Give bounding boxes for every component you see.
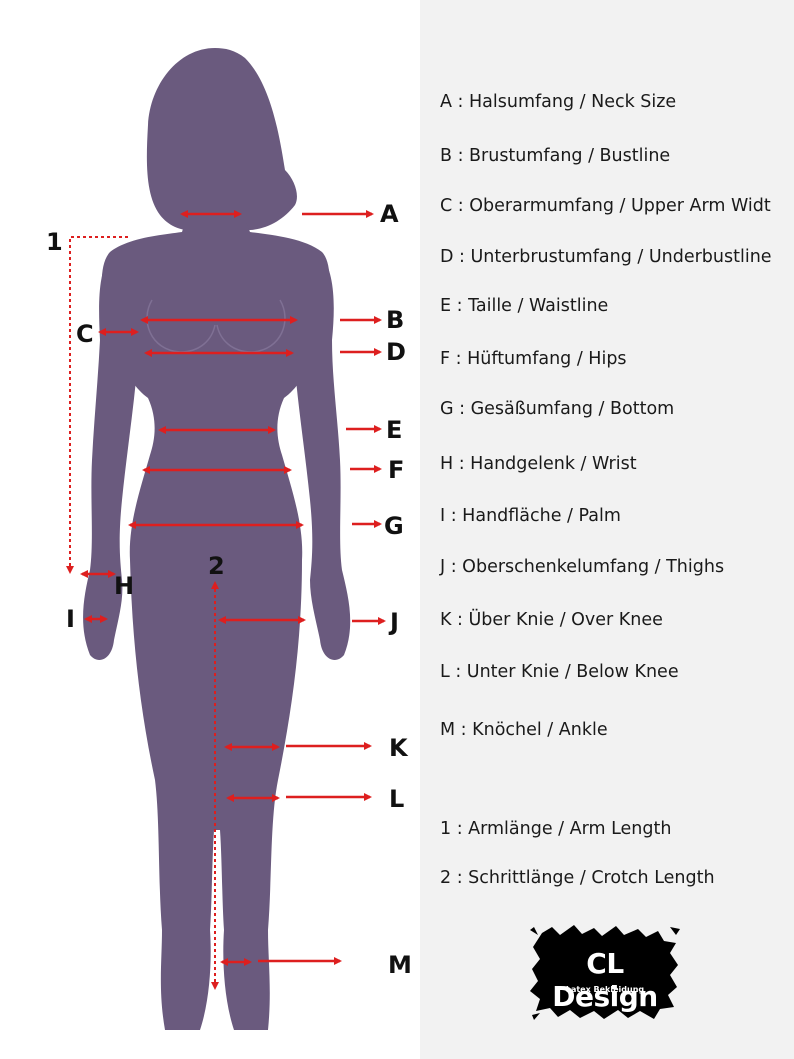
legend-item-D: D : Unterbrustumfang / Underbustline <box>440 247 772 267</box>
marker-J: J <box>388 608 399 636</box>
marker-K: K <box>389 734 409 762</box>
silhouette <box>83 48 351 1030</box>
length-arrows <box>66 236 219 990</box>
legend-item-F: F : Hüftumfang / Hips <box>440 349 627 369</box>
legend-item-K: K : Über Knie / Over Knee <box>440 610 663 630</box>
legend-item-L: L : Unter Knie / Below Knee <box>440 662 679 682</box>
legend-item-A: A : Halsumfang / Neck Size <box>440 92 677 112</box>
legend-item-I: I : Handfläche / Palm <box>440 506 621 526</box>
marker-2: 2 <box>208 552 225 580</box>
legend-item-C: C : Oberarmumfang / Upper Arm Widt <box>440 196 771 216</box>
logo-subtitle: Latex Bekleidung <box>565 985 645 994</box>
legend-item-G: G : Gesäßumfang / Bottom <box>440 399 675 419</box>
legend-item-2: 2 : Schrittlänge / Crotch Length <box>440 868 715 888</box>
marker-L: L <box>389 785 404 813</box>
brand-logo: CL Design Latex Bekleidung <box>530 925 680 1020</box>
marker-H: H <box>114 572 134 600</box>
marker-C: C <box>76 320 94 348</box>
marker-1: 1 <box>46 228 63 256</box>
marker-M: M <box>388 951 412 979</box>
measurement-arrows <box>80 210 386 966</box>
marker-E: E <box>386 416 402 444</box>
left-arm <box>83 250 136 660</box>
legend-item-M: M : Knöchel / Ankle <box>440 720 608 740</box>
marker-I: I <box>66 605 75 633</box>
marker-F: F <box>388 456 404 484</box>
arm-length-arrow <box>66 236 128 574</box>
legend-item-1: 1 : Armlänge / Arm Length <box>440 819 672 839</box>
legend-panel <box>420 0 794 1059</box>
legend-item-J: J : Oberschenkelumfang / Thighs <box>440 557 725 577</box>
legend-item-E: E : Taille / Waistline <box>440 296 609 316</box>
legend-item-H: H : Handgelenk / Wrist <box>440 454 637 474</box>
right-arm <box>296 250 351 660</box>
marker-B: B <box>386 306 404 334</box>
body-silhouette-diagram: A B C D E F G H I J K L M 1 2 <box>46 48 412 1030</box>
marker-A: A <box>380 200 399 228</box>
marker-G: G <box>384 512 404 540</box>
logo-title: CL Design <box>552 947 658 1013</box>
legend-item-B: B : Brustumfang / Bustline <box>440 146 671 166</box>
hair-head <box>146 48 297 231</box>
marker-D: D <box>386 338 406 366</box>
paint-splash-icon <box>530 925 680 1020</box>
